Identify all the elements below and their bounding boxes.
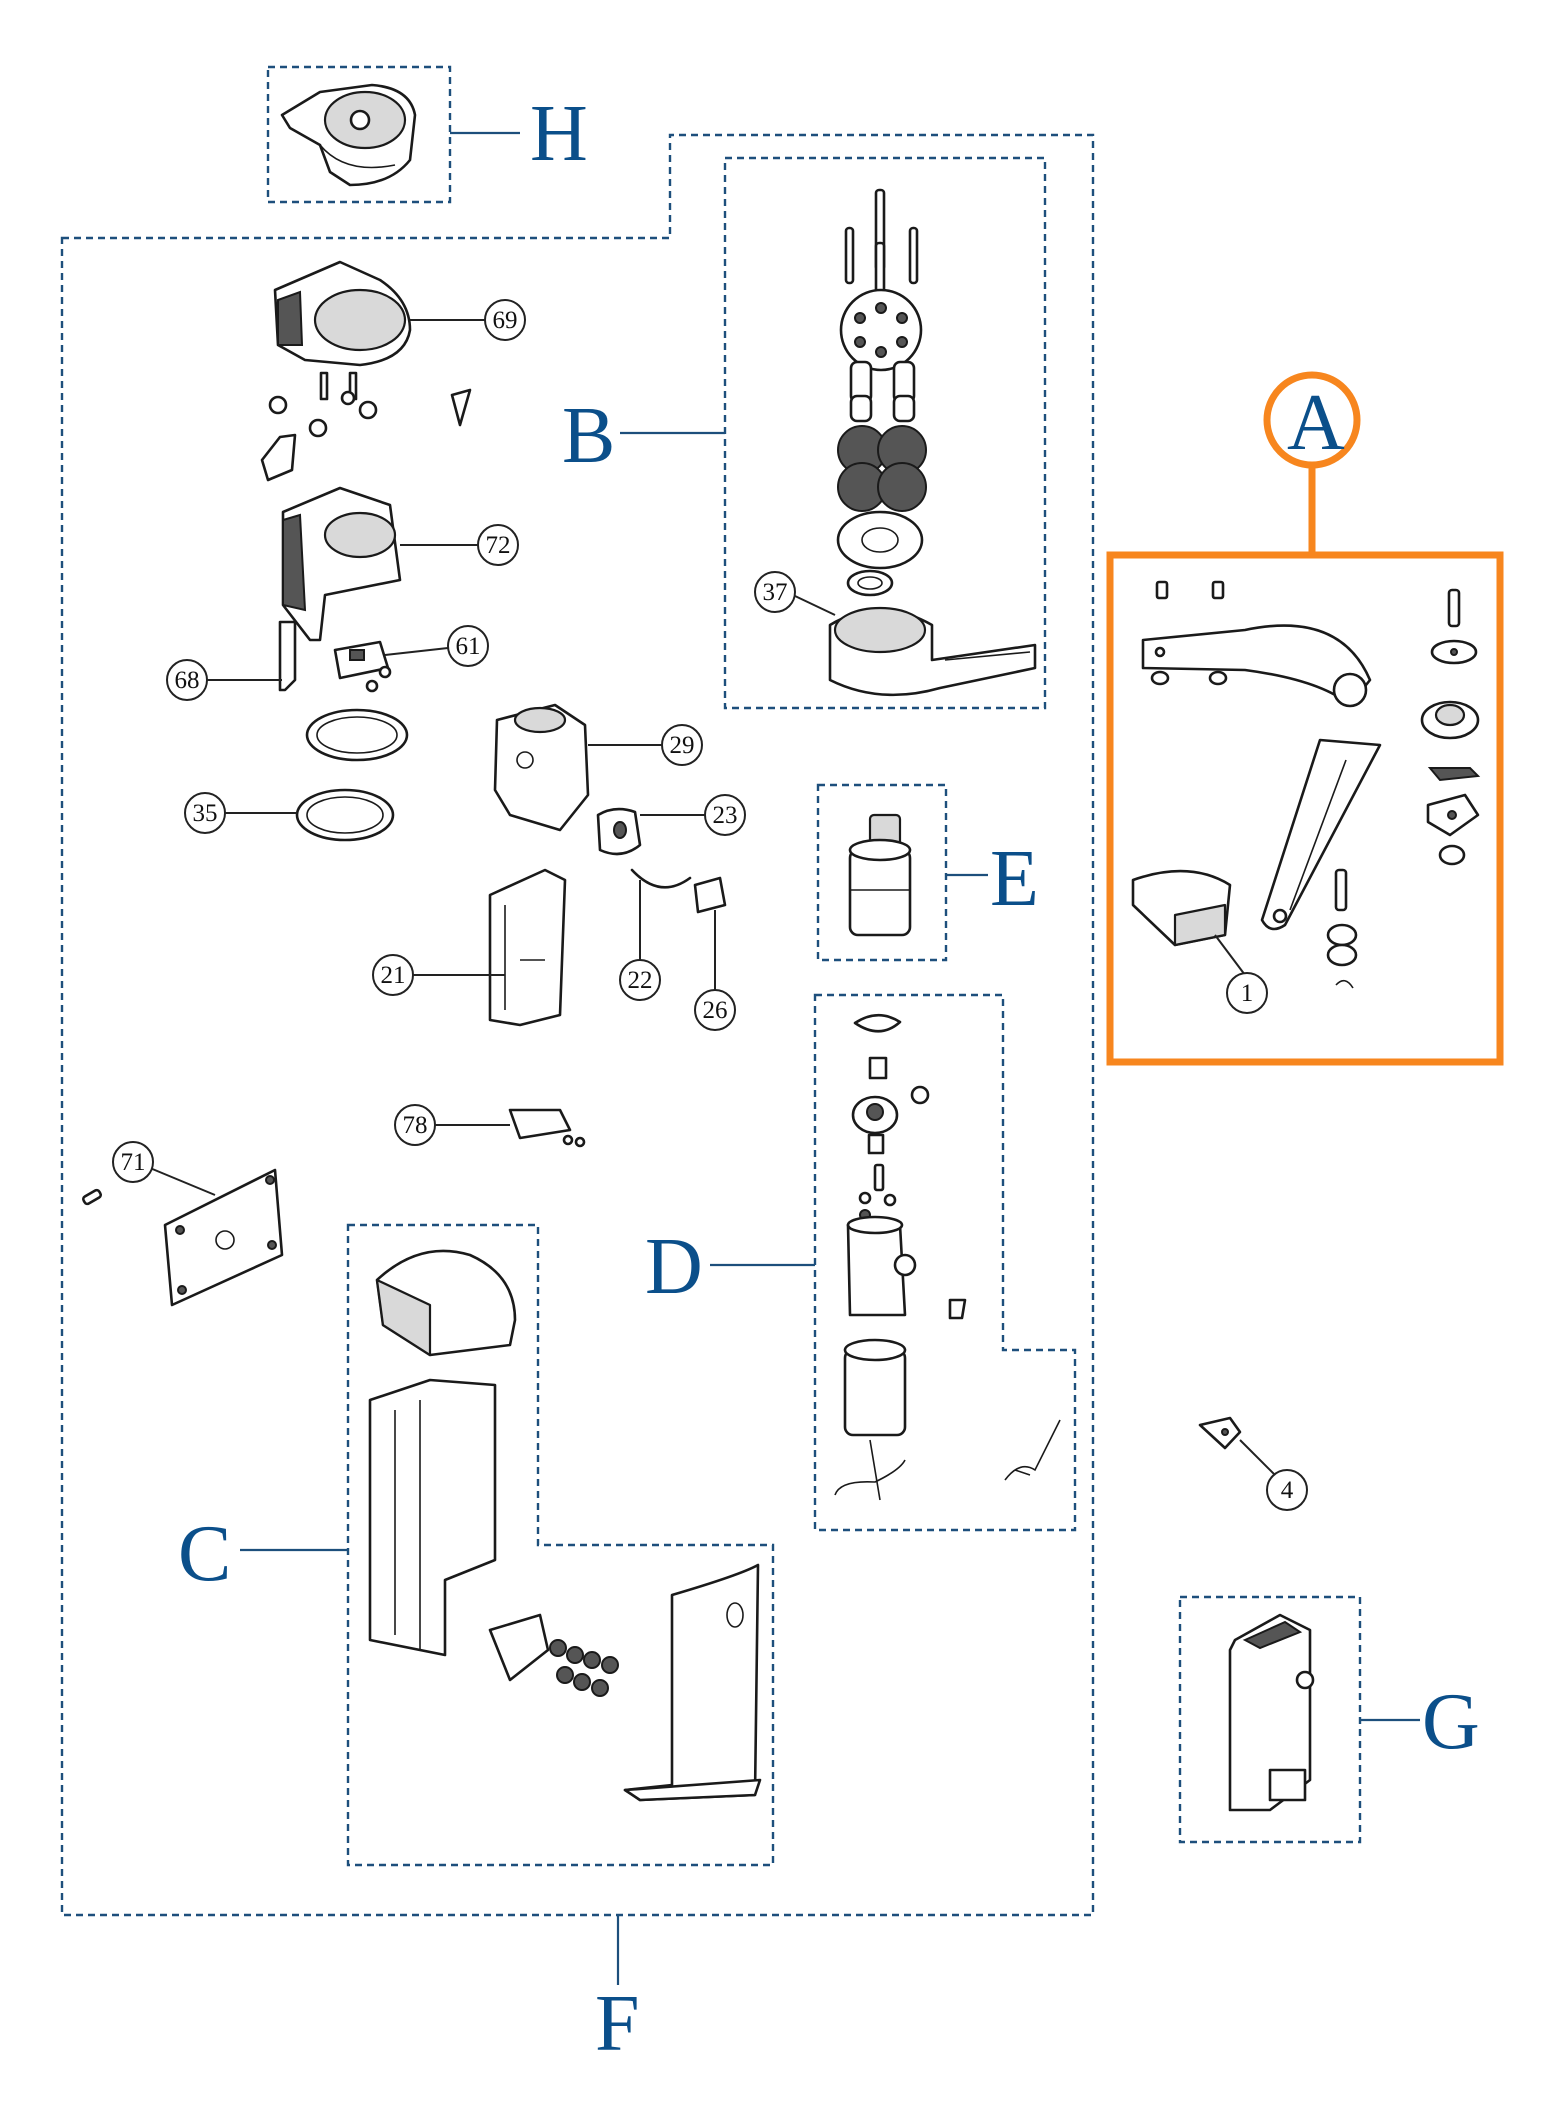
callout-68[interactable]: 68 [166, 659, 282, 701]
part-35 [295, 788, 395, 842]
part-29 [493, 703, 590, 832]
callout-4[interactable]: 4 [1239, 1439, 1308, 1511]
o-ring-upper [305, 708, 409, 762]
callout-71[interactable]: 71 [112, 1141, 216, 1196]
callout-35[interactable]: 35 [184, 792, 297, 834]
b-gears [837, 425, 927, 512]
part-26 [693, 876, 727, 914]
callout-78[interactable]: 78 [394, 1104, 510, 1146]
callout-72-label: 72 [486, 532, 511, 559]
group-c-frame [346, 1223, 775, 1867]
group-f-label: F [595, 1980, 640, 2068]
group-a[interactable]: A [1106, 371, 1504, 1066]
callout-23-label: 23 [713, 802, 738, 829]
part-69 [260, 260, 472, 482]
group-e-label: E [990, 835, 1039, 923]
group-c-label: C [178, 1510, 231, 1598]
group-f-frame [60, 133, 1095, 1917]
group-d-frame [813, 993, 1077, 1532]
group-a-label: A [1287, 379, 1345, 467]
part-61 [333, 640, 392, 693]
callout-68-label: 68 [175, 667, 200, 694]
b-seal-ring [846, 569, 894, 597]
callout-69-label: 69 [493, 307, 518, 334]
callout-1[interactable]: 1 [1214, 934, 1268, 1014]
callout-1-label: 1 [1241, 980, 1254, 1007]
callout-23[interactable]: 23 [640, 794, 746, 836]
callout-22-label: 22 [628, 967, 653, 994]
callout-61-label: 61 [456, 633, 481, 660]
callout-37[interactable]: 37 [754, 571, 836, 616]
b-screws [844, 188, 919, 295]
part-68 [278, 620, 297, 692]
part-71 [82, 1168, 284, 1307]
group-d-label: D [645, 1223, 703, 1311]
a-small-nuts [1150, 670, 1228, 686]
h-motor-housing-part [280, 83, 417, 187]
callout-61[interactable]: 61 [384, 625, 489, 667]
group-a-highlight-frame [1106, 551, 1504, 1066]
group-e[interactable]: E [816, 783, 1039, 962]
group-f[interactable]: F [60, 133, 1095, 2068]
callout-21-label: 21 [381, 962, 406, 989]
c-tube-housing [623, 1563, 762, 1802]
b-pins [849, 360, 916, 423]
a-slotted-link [1260, 738, 1382, 931]
callout-72[interactable]: 72 [400, 524, 519, 566]
callout-78-label: 78 [403, 1112, 428, 1139]
callout-71-label: 71 [121, 1149, 146, 1176]
callout-4-label: 4 [1281, 1477, 1294, 1504]
part-72 [281, 486, 402, 642]
b-ring-gear-arm [828, 606, 1037, 697]
a-pin-and-nuts [1326, 868, 1358, 989]
c-top-cover [375, 1249, 517, 1357]
group-e-frame [816, 783, 948, 962]
a-washer [1430, 639, 1478, 665]
callout-26-label: 26 [703, 997, 728, 1024]
a-gear-stack [1420, 700, 1481, 866]
callout-29[interactable]: 29 [588, 724, 703, 766]
group-d[interactable]: D [645, 993, 1077, 1532]
part-23 [596, 807, 642, 856]
b-gasket-plate [839, 288, 923, 372]
callout-21[interactable]: 21 [372, 954, 505, 996]
c-column-frame [368, 1378, 497, 1657]
a-bracket-cover [1131, 869, 1232, 947]
part-22 [630, 868, 692, 889]
callout-26[interactable]: 26 [694, 910, 736, 1031]
group-b-label: B [562, 392, 615, 480]
e-motor-part [848, 813, 912, 937]
part-4 [1198, 1416, 1242, 1450]
callout-35-label: 35 [193, 800, 218, 827]
c-keypad [488, 1613, 619, 1697]
group-h-label: H [530, 90, 588, 178]
group-b[interactable]: B [562, 156, 1047, 710]
d-parts [834, 1013, 1061, 1501]
part-21 [488, 868, 567, 1027]
group-h-frame [266, 65, 452, 204]
callout-29-label: 29 [670, 732, 695, 759]
a-screws [1155, 580, 1461, 628]
group-h[interactable]: H [266, 65, 588, 204]
a-curved-arm [1141, 624, 1372, 708]
group-g[interactable]: G [1178, 1595, 1480, 1844]
part-78 [508, 1108, 586, 1148]
g-controller-part [1228, 1613, 1315, 1812]
callout-69[interactable]: 69 [410, 299, 526, 341]
callout-37-label: 37 [763, 579, 788, 606]
group-c[interactable]: C [178, 1223, 775, 1867]
group-g-label: G [1422, 1678, 1480, 1766]
callout-22[interactable]: 22 [619, 880, 661, 1001]
b-carrier-plate [836, 510, 924, 570]
